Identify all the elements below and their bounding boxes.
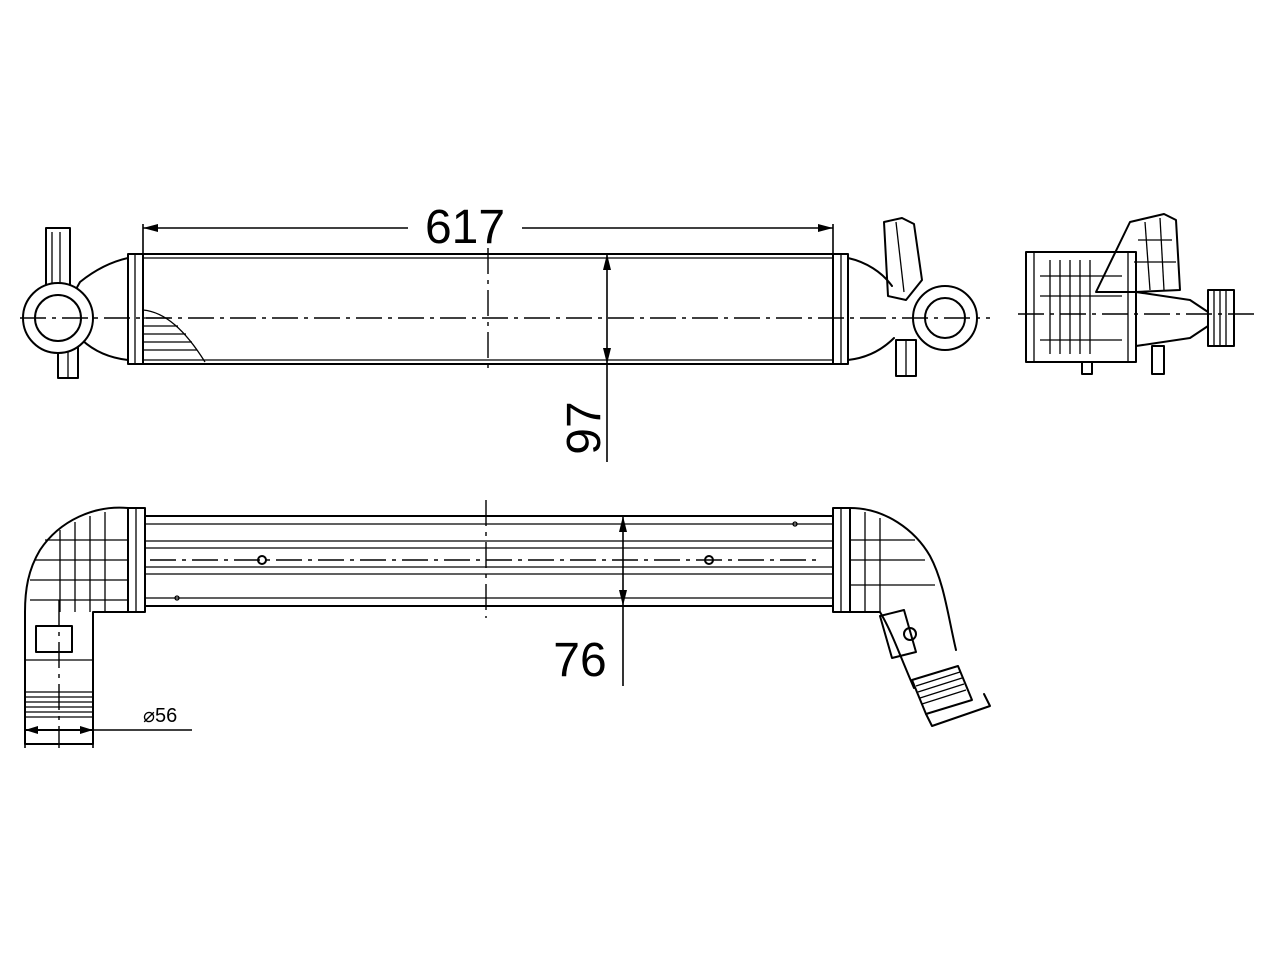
dimension-length-label: 617 [425, 201, 505, 254]
dimension-depth-label: 76 [553, 634, 606, 687]
top-view-right-port [911, 665, 973, 715]
left-end-tank [22, 227, 144, 379]
front-view [20, 217, 990, 379]
dimension-diameter-label: ⌀56 [143, 705, 177, 727]
top-view-left-tank [24, 506, 146, 748]
top-view-right-ribs [850, 512, 935, 612]
side-view-body [1025, 251, 1137, 363]
top-view-left-ribs [30, 512, 128, 612]
dimension-length: 617 [142, 200, 834, 254]
top-view-right-tank [832, 507, 991, 727]
dimension-diameter: ⌀56 [24, 705, 192, 748]
dimension-height: 97 [558, 254, 611, 462]
top-view-core [144, 515, 834, 607]
side-view-outlet [1207, 289, 1235, 347]
dimension-depth: 76 [553, 516, 627, 687]
top-view [24, 500, 991, 748]
side-view [1018, 213, 1256, 375]
side-view-ribs [1040, 260, 1122, 354]
right-end-tank [832, 217, 978, 377]
dimension-height-label: 97 [558, 401, 611, 454]
